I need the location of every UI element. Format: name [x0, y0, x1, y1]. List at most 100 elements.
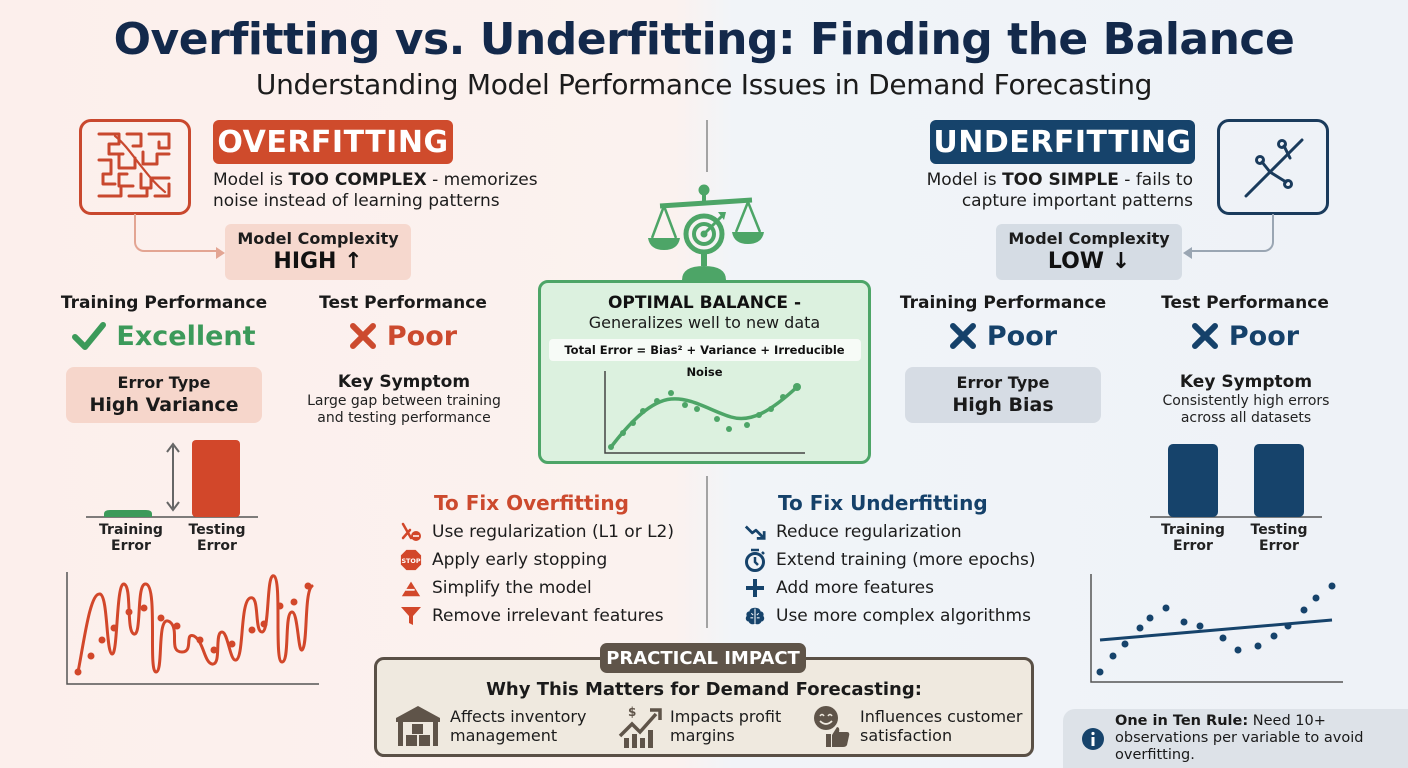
- overfitting-test-perf: Poor: [300, 318, 506, 354]
- fix-overfitting-item: Use regularization (L1 or L2): [400, 518, 674, 546]
- underfitting-key-symptom: Key Symptom Consistently high errors acr…: [1146, 371, 1346, 427]
- overfitting-complexity-box: Model Complexity HIGH ↑: [225, 224, 411, 280]
- plus-icon: [744, 577, 766, 599]
- fix-underfitting-item: Extend training (more epochs): [744, 546, 1036, 574]
- check-icon: [72, 322, 107, 350]
- fix-underfitting-list: Reduce regularization Extend training (m…: [744, 518, 1036, 630]
- fix-overfitting-title: To Fix Overfitting: [434, 491, 629, 515]
- page-subtitle: Understanding Model Performance Issues i…: [255, 68, 1153, 101]
- item-label: Use more complex algorithms: [776, 606, 1031, 626]
- one-in-ten-rule-note: One in Ten Rule: Need 10+ observations p…: [1063, 709, 1408, 768]
- impact-item-profit: $ Impacts profit margins: [618, 704, 781, 748]
- underfitting-bar-label-testing: Testing Error: [1250, 522, 1308, 554]
- fix-underfitting-item: Add more features: [744, 574, 1036, 602]
- item-label: Use regularization (L1 or L2): [432, 522, 675, 542]
- overfitting-key-symptom: Key Symptom Large gap between training a…: [296, 371, 512, 427]
- underfitting-training-perf-label: Training Performance: [899, 293, 1107, 313]
- complexity-label: Model Complexity: [237, 229, 399, 248]
- practical-impact-tag: PRACTICAL IMPACT: [600, 643, 806, 673]
- center-divider-bottom: [706, 476, 708, 628]
- error-type-label: Error Type: [956, 373, 1050, 392]
- symptom-text: Consistently high errors across all data…: [1162, 393, 1330, 426]
- underfitting-description: Model is TOO SIMPLE - fails to capture i…: [900, 170, 1193, 212]
- symptom-text: Large gap between training and testing p…: [307, 393, 501, 426]
- x-icon: [1191, 323, 1218, 349]
- stopwatch-icon: [744, 548, 766, 572]
- svg-text:$: $: [628, 705, 636, 719]
- overfitting-label: OVERFITTING: [213, 120, 453, 164]
- underfitting-training-perf: Poor: [890, 318, 1116, 354]
- fix-overfitting-list: Use regularization (L1 or L2) STOP Apply…: [400, 518, 674, 630]
- center-divider-top: [706, 120, 708, 172]
- overfitting-error-type-box: Error Type High Variance: [66, 367, 262, 423]
- underfitting-bar-label-training: Training Error: [1161, 522, 1225, 554]
- test-perf-value: Poor: [386, 320, 458, 352]
- profit-chart-icon: $: [618, 705, 662, 748]
- overfitting-training-perf: Excellent: [50, 318, 278, 354]
- fix-underfitting-item: Use more complex algorithms: [744, 602, 1036, 630]
- page-title: Overfitting vs. Underfitting: Finding th…: [113, 14, 1295, 65]
- simplify-icon: [400, 577, 422, 599]
- overfitting-test-perf-label: Test Performance: [319, 293, 487, 313]
- training-perf-value: Poor: [986, 320, 1058, 352]
- impact-item-inventory: Affects inventory management: [394, 704, 586, 748]
- rule-text: One in Ten Rule: Need 10+ observations p…: [1115, 713, 1408, 764]
- error-type-value: High Bias: [952, 394, 1054, 416]
- impact-text: Influences customer satisfaction: [860, 707, 1022, 745]
- connector-arrowhead-icon: [1183, 247, 1192, 259]
- impact-line1: Affects inventory: [450, 707, 587, 726]
- x-icon: [949, 323, 976, 349]
- underfitting-test-perf: Poor: [1140, 318, 1350, 354]
- overfitting-error-bar-chart: [86, 440, 258, 518]
- fix-overfitting-item: Simplify the model: [400, 574, 674, 602]
- impact-line2: management: [450, 726, 558, 745]
- overfitting-bar-label-testing: Testing Error: [188, 522, 246, 554]
- overfitting-connector: [134, 214, 220, 252]
- item-label: Reduce regularization: [776, 522, 962, 542]
- optimal-title: OPTIMAL BALANCE -: [607, 293, 802, 313]
- overfitting-training-perf-label: Training Performance: [60, 293, 268, 313]
- warehouse-icon: [396, 706, 440, 746]
- error-type-value: High Variance: [89, 394, 239, 416]
- total-error-formula: Total Error = Bias² + Variance + Irreduc…: [548, 339, 861, 379]
- error-type-label: Error Type: [117, 373, 211, 392]
- desc-bold: TOO SIMPLE: [1002, 170, 1119, 190]
- test-perf-value: Poor: [1228, 320, 1300, 352]
- svg-text:STOP: STOP: [401, 557, 420, 565]
- impact-text: Impacts profit margins: [670, 707, 781, 745]
- funnel-icon: [400, 605, 422, 627]
- desc-bold: TOO COMPLEX: [288, 170, 427, 190]
- desc-prefix: Model is: [213, 170, 289, 190]
- balance-scale-target-icon: [648, 184, 764, 280]
- info-icon: [1082, 727, 1104, 750]
- overfitting-description: Model is TOO COMPLEX - memorizes noise i…: [213, 170, 553, 212]
- fix-underfitting-title: To Fix Underfitting: [778, 491, 988, 515]
- optimal-subtitle: Generalizes well to new data: [588, 313, 821, 332]
- optimal-fit-chart: [604, 371, 805, 454]
- item-label: Extend training (more epochs): [776, 550, 1036, 570]
- trend-down-arrow-icon: [744, 521, 766, 543]
- stop-sign-icon: STOP: [400, 549, 422, 571]
- impact-text: Affects inventory management: [450, 707, 586, 745]
- overfitting-bar-label-training: Training Error: [99, 522, 163, 554]
- underfitting-error-bar-chart: [1150, 444, 1322, 518]
- optimal-balance-box: OPTIMAL BALANCE - Generalizes well to ne…: [538, 280, 871, 464]
- fix-underfitting-item: Reduce regularization: [744, 518, 1036, 546]
- regularization-icon: [400, 521, 422, 543]
- underfitting-line-chart: [1090, 574, 1343, 683]
- impact-line1: Impacts profit: [670, 707, 782, 726]
- maze-icon: [79, 119, 191, 215]
- item-label: Apply early stopping: [432, 550, 608, 570]
- item-label: Add more features: [776, 578, 934, 598]
- symptom-label: Key Symptom: [337, 372, 471, 392]
- brain-icon: [744, 605, 766, 627]
- symptom-label: Key Symptom: [1179, 372, 1313, 392]
- item-label: Remove irrelevant features: [432, 606, 664, 626]
- simple-line-icon: [1217, 119, 1329, 215]
- impact-line1: Influences customer: [860, 707, 1023, 726]
- complexity-value: HIGH ↑: [273, 249, 363, 274]
- underfitting-label: UNDERFITTING: [930, 120, 1195, 164]
- training-perf-value: Excellent: [116, 320, 256, 352]
- complexity-value: LOW ↓: [1047, 249, 1131, 274]
- desc-suffix: - memorizes noise instead of learning pa…: [213, 170, 538, 211]
